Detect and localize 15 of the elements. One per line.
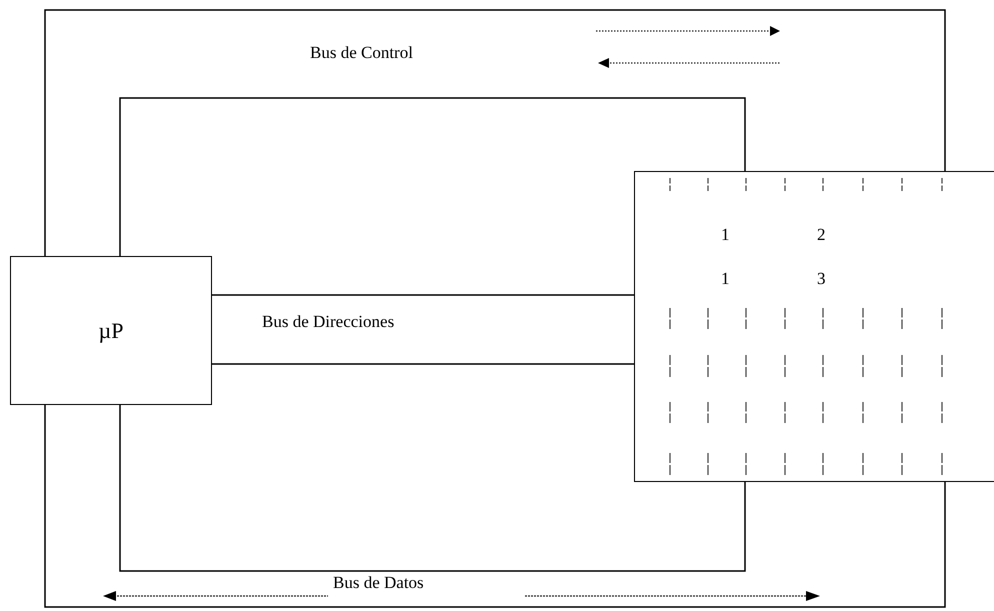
memory-box <box>634 171 994 482</box>
bus-line <box>44 405 946 608</box>
bus-label: 1 <box>721 224 730 246</box>
bus-line <box>44 9 946 256</box>
bus-line <box>212 363 634 365</box>
bus-label: 3 <box>817 268 826 290</box>
bus-label: Bus de Datos <box>333 572 424 594</box>
bus-line <box>119 97 746 256</box>
bus-label: 1 <box>721 268 730 290</box>
bus-label: 2 <box>817 224 826 246</box>
bus-label: Bus de Control <box>310 42 413 64</box>
bus-line <box>212 294 634 296</box>
bus-label: Bus de Direcciones <box>262 311 394 333</box>
processor-box: µP <box>10 256 212 405</box>
bus-line <box>119 405 746 572</box>
